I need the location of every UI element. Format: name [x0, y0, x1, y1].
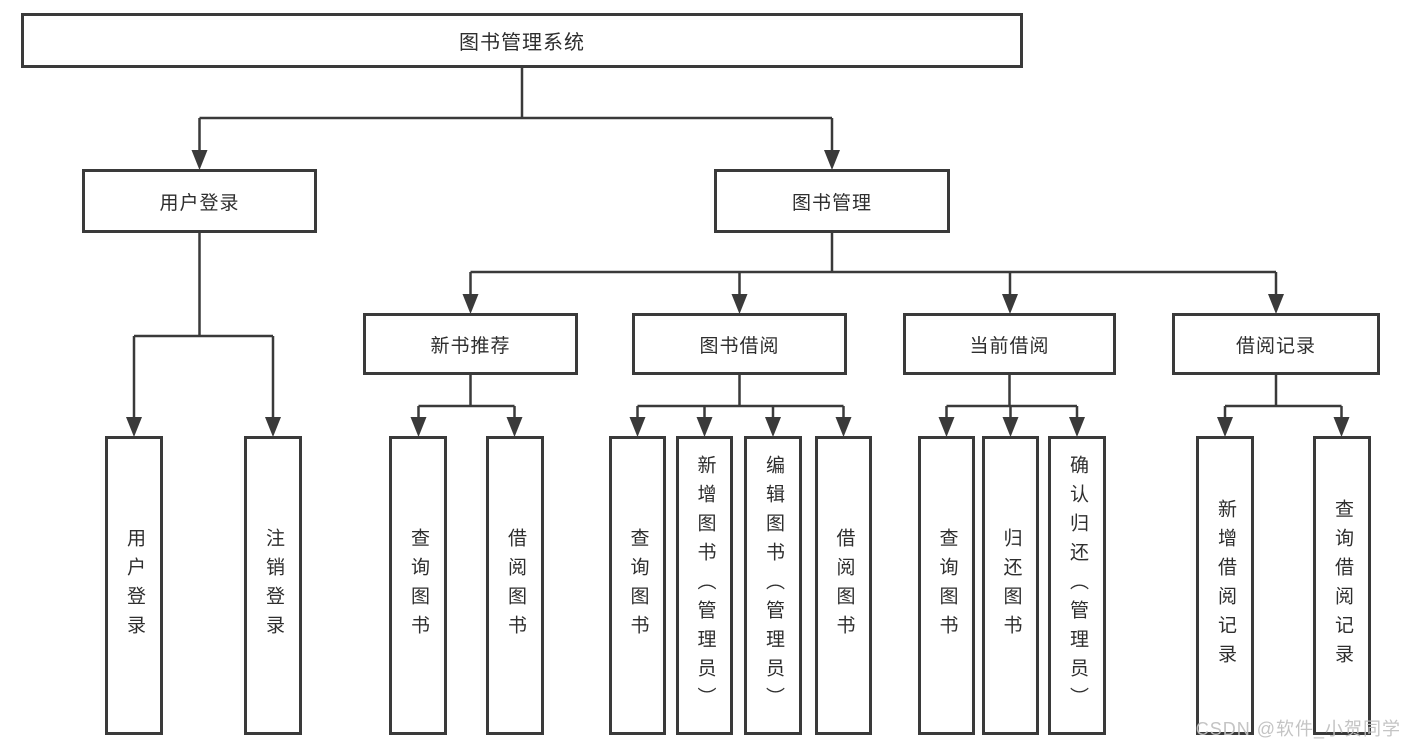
node-user-login-label: 用户登录 [159, 192, 240, 214]
node-leaf-query-books-recommend: 查询图书 [389, 436, 447, 735]
node-root-label: 图书管理系统 [459, 32, 585, 54]
node-book-borrowing-label: 图书借阅 [699, 335, 780, 357]
edge-current-borrow [945, 375, 1079, 419]
node-borrowing-records: 借阅记录 [1172, 313, 1380, 375]
node-book-borrowing: 图书借阅 [632, 313, 847, 375]
node-leaf-query-books-borrowing: 查询图书 [609, 436, 666, 735]
edge-root [198, 68, 834, 152]
csdn-watermark: CSDN @软件_小贺同学 [1195, 719, 1401, 739]
node-leaf-return-books: 归还图书 [982, 436, 1039, 735]
node-leaf-borrow-books-borrowing: 借阅图书 [815, 436, 872, 735]
node-leaf-logout: 注销登录 [244, 436, 302, 735]
node-leaf-add-borrow-record-label: 新增借阅记录 [1214, 498, 1236, 673]
node-leaf-confirm-return-admin-label: 确认归还（管理员） [1066, 455, 1088, 716]
node-leaf-edit-books-admin: 编辑图书（管理员） [744, 436, 802, 735]
node-current-borrowing-label: 当前借阅 [969, 335, 1050, 357]
node-leaf-add-books-admin: 新增图书（管理员） [676, 436, 733, 735]
node-root: 图书管理系统 [21, 13, 1023, 68]
node-leaf-query-borrow-record: 查询借阅记录 [1313, 436, 1371, 735]
edge-user-login [132, 233, 275, 419]
node-leaf-return-books-label: 归还图书 [1000, 527, 1022, 644]
node-user-login: 用户登录 [82, 169, 317, 233]
node-borrowing-records-label: 借阅记录 [1235, 335, 1316, 357]
node-leaf-confirm-return-admin: 确认归还（管理员） [1048, 436, 1106, 735]
node-leaf-borrow-books-borrowing-label: 借阅图书 [833, 527, 855, 644]
node-leaf-edit-books-admin-label: 编辑图书（管理员） [762, 455, 784, 716]
node-leaf-query-books-borrowing-label: 查询图书 [627, 527, 649, 644]
edge-book-borrow [636, 375, 845, 419]
edge-book-management [469, 233, 1278, 296]
arrowheads [126, 150, 1350, 437]
node-leaf-borrow-books-recommend: 借阅图书 [486, 436, 544, 735]
node-leaf-query-books-current: 查询图书 [918, 436, 975, 735]
node-leaf-query-books-current-label: 查询图书 [936, 527, 958, 644]
node-leaf-user-login-label: 用户登录 [123, 527, 145, 644]
node-book-management-label: 图书管理 [791, 192, 872, 214]
node-leaf-user-login: 用户登录 [105, 436, 163, 735]
node-leaf-query-books-recommend-label: 查询图书 [407, 527, 429, 644]
node-leaf-borrow-books-recommend-label: 借阅图书 [504, 527, 526, 644]
edge-borrow-record [1223, 375, 1343, 419]
node-leaf-add-borrow-record: 新增借阅记录 [1196, 436, 1254, 735]
node-leaf-add-books-admin-label: 新增图书（管理员） [694, 455, 716, 716]
node-book-management: 图书管理 [714, 169, 950, 233]
node-leaf-logout-label: 注销登录 [262, 527, 284, 644]
node-leaf-query-borrow-record-label: 查询借阅记录 [1331, 498, 1353, 673]
node-new-book-recommend-label: 新书推荐 [430, 335, 511, 357]
node-current-borrowing: 当前借阅 [903, 313, 1116, 375]
node-new-book-recommend: 新书推荐 [363, 313, 578, 375]
edge-new-book [417, 375, 516, 419]
